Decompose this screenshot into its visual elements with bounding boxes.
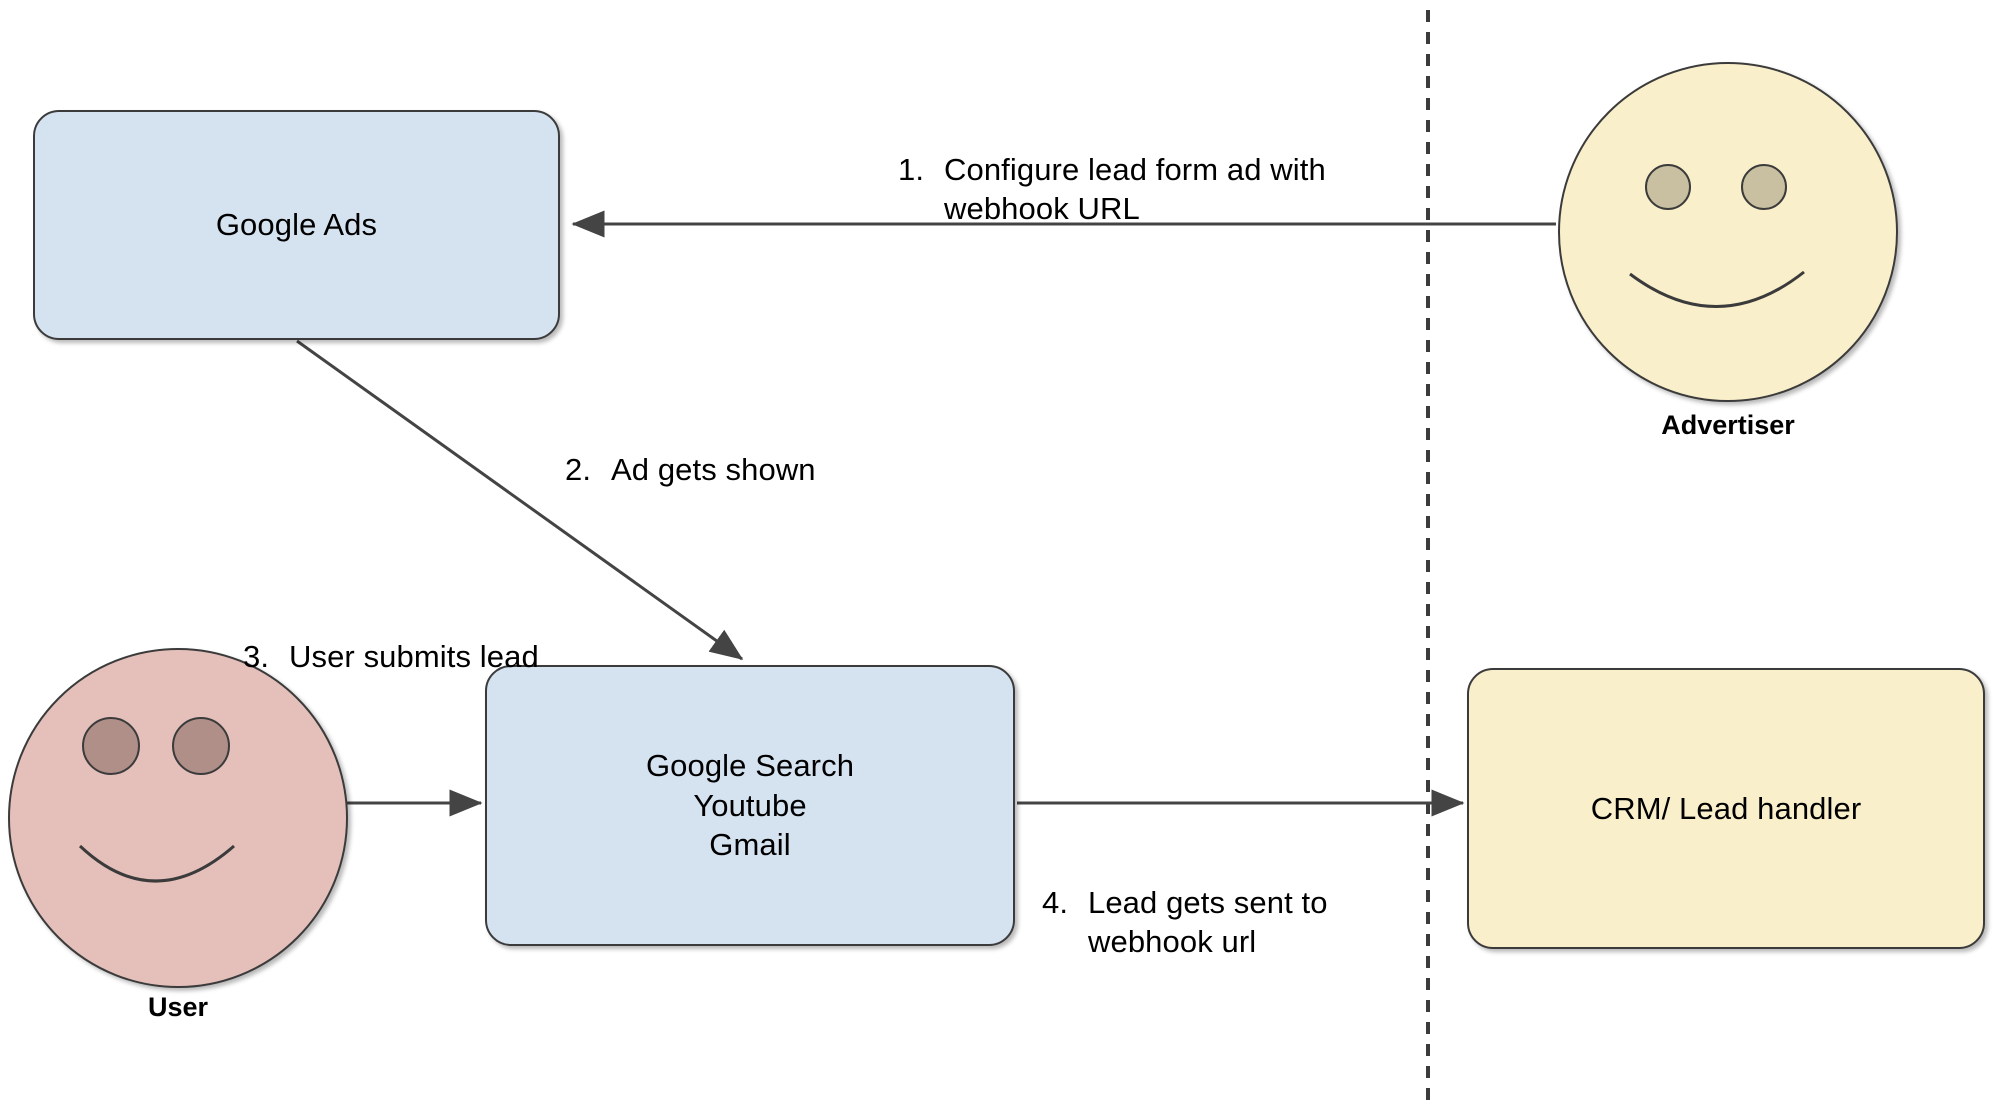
step-4-number: 4. (1042, 884, 1069, 920)
step-4-text: Lead gets sent to webhook url (1088, 884, 1328, 960)
advertiser-face-icon (1558, 62, 1898, 402)
step-3-number: 3. (243, 638, 270, 674)
node-crm-lead-handler[interactable]: CRM/ Lead handler (1467, 668, 1985, 949)
user-face-features (78, 717, 235, 883)
user-right-eye-icon (172, 717, 230, 775)
advertiser-smile-icon (1629, 270, 1805, 308)
step-2-text: Ad gets shown (611, 451, 816, 487)
user-face-icon (8, 648, 348, 988)
step-label-2: 2. Ad gets shown (565, 410, 816, 489)
step-1-number: 1. (898, 151, 925, 187)
node-google-surfaces[interactable]: Google Search Youtube Gmail (485, 665, 1015, 946)
step-label-3: 3. User submits lead (243, 597, 539, 676)
step-1-text: Configure lead form ad with webhook URL (944, 151, 1326, 227)
step-label-1: 1. Configure lead form ad with webhook UR… (898, 110, 1326, 229)
actor-user-caption: User (147, 992, 209, 1022)
advertiser-left-eye-icon (1645, 164, 1691, 210)
step-3-text: User submits lead (289, 638, 539, 674)
advertiser-right-eye-icon (1741, 164, 1787, 210)
node-google-ads-label: Google Ads (215, 207, 378, 243)
node-crm-lead-handler-label: CRM/ Lead handler (1590, 790, 1862, 826)
step-2-number: 2. (565, 451, 592, 487)
advertiser-face-features (1629, 164, 1805, 308)
actor-advertiser[interactable]: Advertiser (1558, 62, 1898, 440)
user-left-eye-icon (82, 717, 140, 775)
node-google-ads[interactable]: Google Ads (33, 110, 560, 340)
actor-user[interactable]: User (8, 648, 348, 1022)
actor-advertiser-caption: Advertiser (1661, 410, 1795, 440)
user-smile-icon (78, 844, 235, 883)
step-label-4: 4. Lead gets sent to webhook url (1042, 843, 1328, 962)
node-google-surfaces-label: Google Search Youtube Gmail (645, 747, 855, 863)
